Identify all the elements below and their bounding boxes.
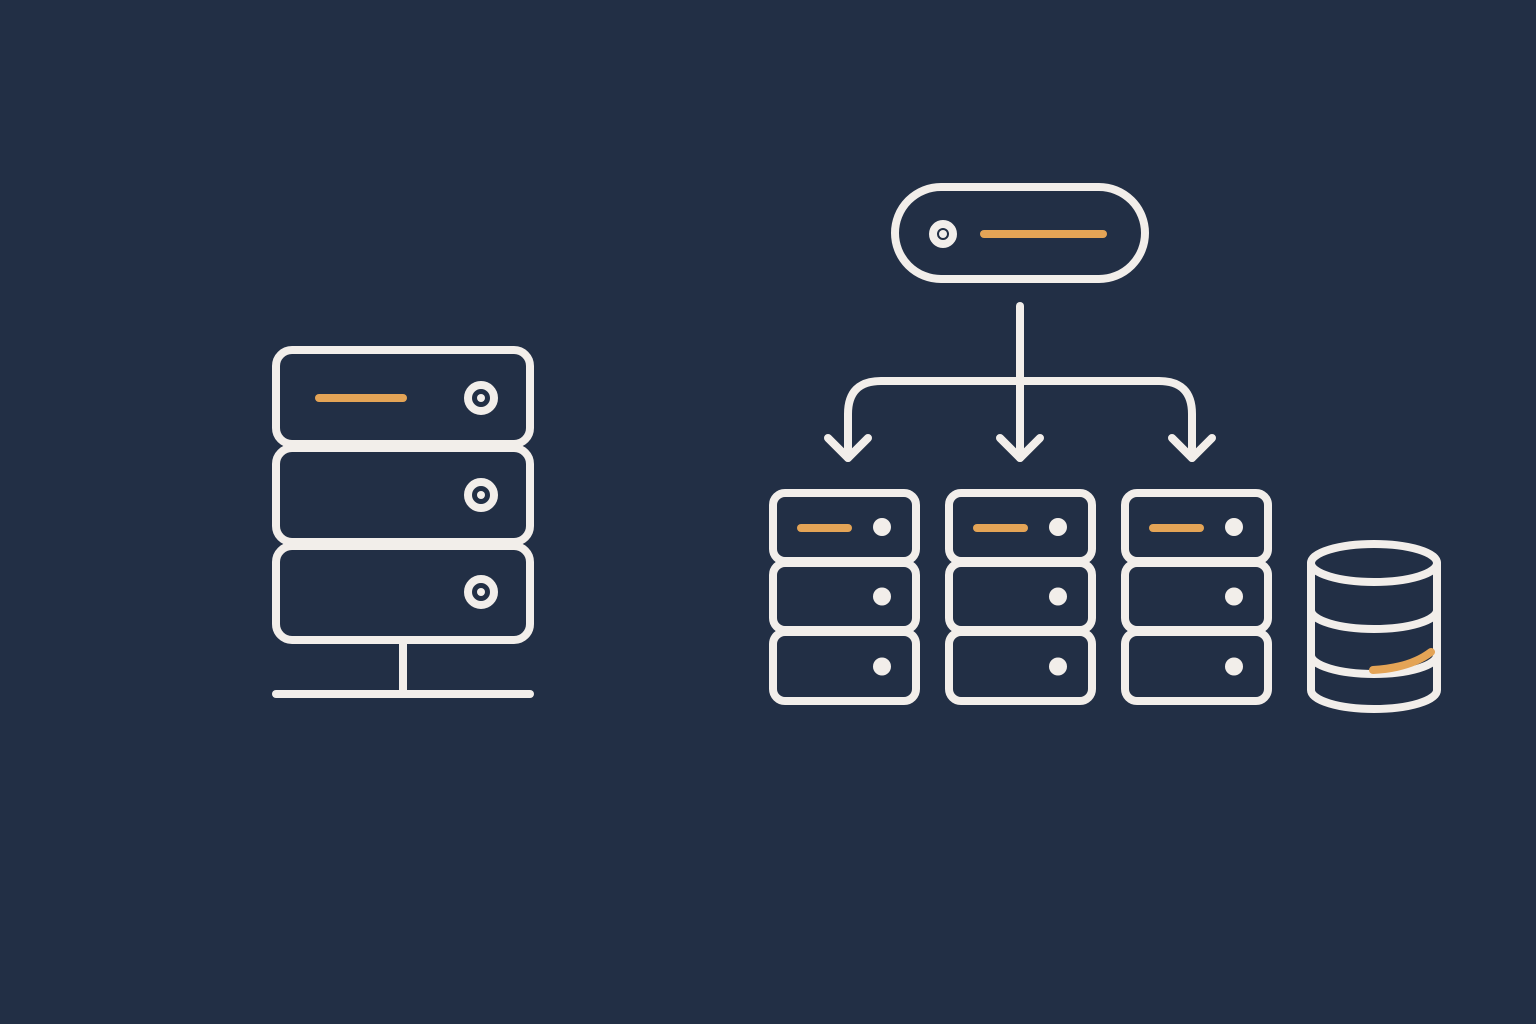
power-indicator-icon: [1225, 657, 1243, 676]
server-stack-icon: [945, 489, 1096, 705]
indicator-center: [477, 588, 485, 596]
db-band: [1307, 651, 1441, 678]
power-indicator-icon: [873, 518, 891, 536]
server-stacks: [769, 489, 1272, 705]
power-indicator-icon: [464, 381, 498, 415]
db-body: [1307, 559, 1441, 713]
lb-indicator-icon: [929, 220, 957, 248]
power-indicator-icon: [1225, 518, 1243, 536]
power-indicator-icon: [1049, 657, 1067, 676]
database-icon: [1307, 540, 1441, 713]
arrow-head-icon: [996, 434, 1044, 462]
load-balancer-icon: [891, 183, 1149, 283]
power-indicator-icon: [464, 478, 498, 512]
server-stack-icon: [1121, 489, 1272, 705]
server-unit: [1121, 628, 1272, 705]
power-indicator-icon: [873, 657, 891, 676]
server-stack-icon: [769, 489, 920, 705]
power-indicator-icon: [1225, 587, 1243, 606]
db-band: [1307, 606, 1441, 633]
db-accent: [1369, 648, 1435, 674]
indicator-center: [477, 394, 485, 402]
indicator-center: [939, 230, 947, 238]
server-rack-icon: [272, 346, 534, 698]
arrow-head-icon: [1168, 434, 1216, 462]
power-indicator-icon: [1049, 587, 1067, 606]
load-balancer-body: [891, 183, 1149, 283]
power-indicator-icon: [873, 587, 891, 606]
arrow-head-icon: [824, 434, 872, 462]
power-indicator-icon: [1049, 518, 1067, 536]
power-indicator-icon: [464, 575, 498, 609]
indicator-center: [477, 491, 485, 499]
server-unit: [945, 628, 1096, 705]
distribution-arrows: [824, 302, 1216, 462]
arrow-branch: [844, 377, 1196, 462]
server-unit: [769, 628, 920, 705]
